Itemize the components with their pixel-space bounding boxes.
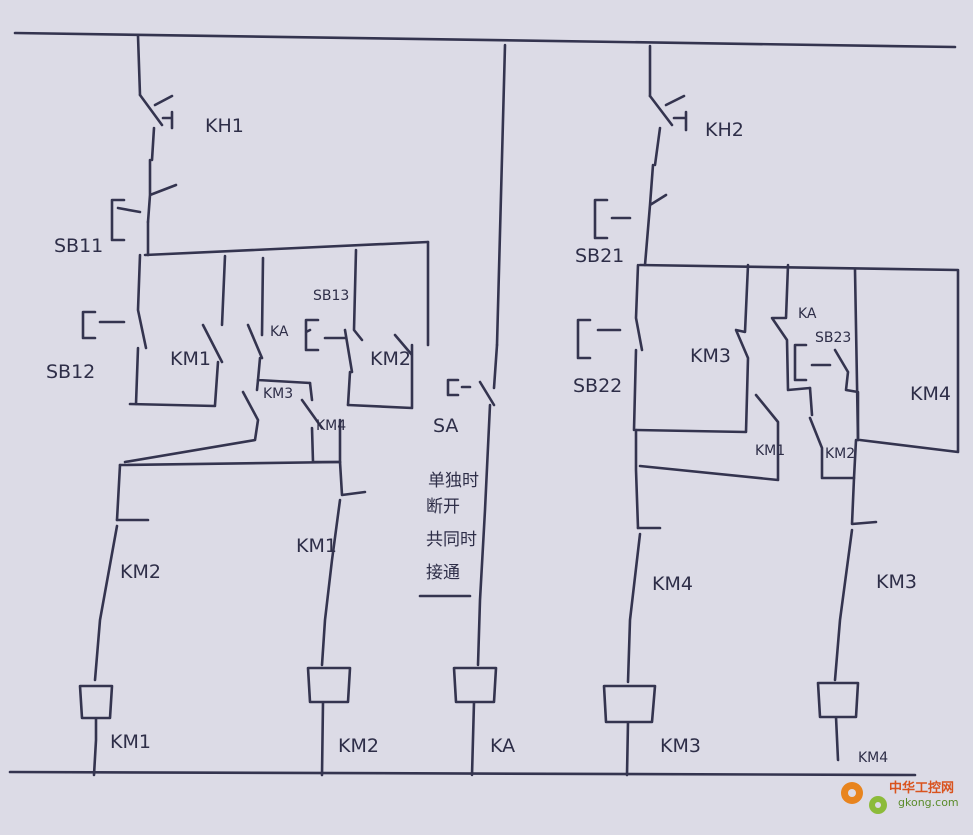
watermark-logo: 中华工控网 gkong.com [841,780,959,814]
label-km3-coil: KM3 [660,735,701,757]
kh1-contact [138,93,174,162]
sa-note-line1: 单独时 [428,471,479,491]
label-km1-coil: KM1 [110,731,151,753]
label-km3-hold: KM3 [690,345,731,367]
label-sb21: SB21 [575,245,624,267]
middle-circuit [418,43,507,777]
label-kh1: KH1 [205,115,244,137]
watermark-site-url: gkong.com [898,796,959,809]
label-km4-left: KM4 [316,418,346,434]
watermark-site-cn: 中华工控网 [889,780,954,796]
sb21-contact [593,163,668,267]
label-kh2: KH2 [705,119,744,141]
label-km4-coil: KM4 [858,750,888,766]
km2-coil [306,666,352,777]
ka-coil [452,666,498,777]
label-km1-hold: KM1 [170,348,211,370]
kh2-contact [648,94,688,167]
label-ka-left: KA [270,324,289,340]
label-km2-hold: KM2 [370,348,411,370]
km4-coil [816,681,860,762]
label-km1-right: KM1 [755,443,785,459]
sb13-contact [304,248,364,407]
sa-switch [446,343,499,407]
label-sb11: SB11 [54,235,103,257]
label-km3-left: KM3 [263,386,293,402]
label-sb22: SB22 [573,375,622,397]
label-km2-right: KM2 [825,446,855,462]
label-sb12: SB12 [46,361,95,383]
sb22-contact [576,263,644,432]
label-km2-coil: KM2 [338,735,379,757]
label-sb13: SB13 [313,288,349,304]
sa-note-line4: 接通 [426,563,460,583]
sb23-contact [793,343,860,442]
sa-note-line3: 共同时 [426,530,477,550]
sb11-contact [110,158,178,242]
bottom-power-rail [8,770,917,777]
label-km4-hold: KM4 [910,383,951,405]
label-km2-interlock: KM2 [120,561,161,583]
right-circuit [576,44,960,777]
sb12-contact [81,253,148,406]
label-ka-right: KA [798,306,817,322]
left-circuit [78,34,430,777]
km1-coil [78,684,114,777]
sa-note-line2: 断开 [426,497,460,517]
label-sb23: SB23 [815,330,851,346]
label-ka-coil: KA [490,735,515,757]
label-km4-interlock: KM4 [652,573,693,595]
top-power-rail [13,31,957,49]
label-km1-interlock: KM1 [296,535,337,557]
label-sa: SA [433,415,458,437]
label-km3-interlock: KM3 [876,571,917,593]
km3-coil [602,684,657,777]
